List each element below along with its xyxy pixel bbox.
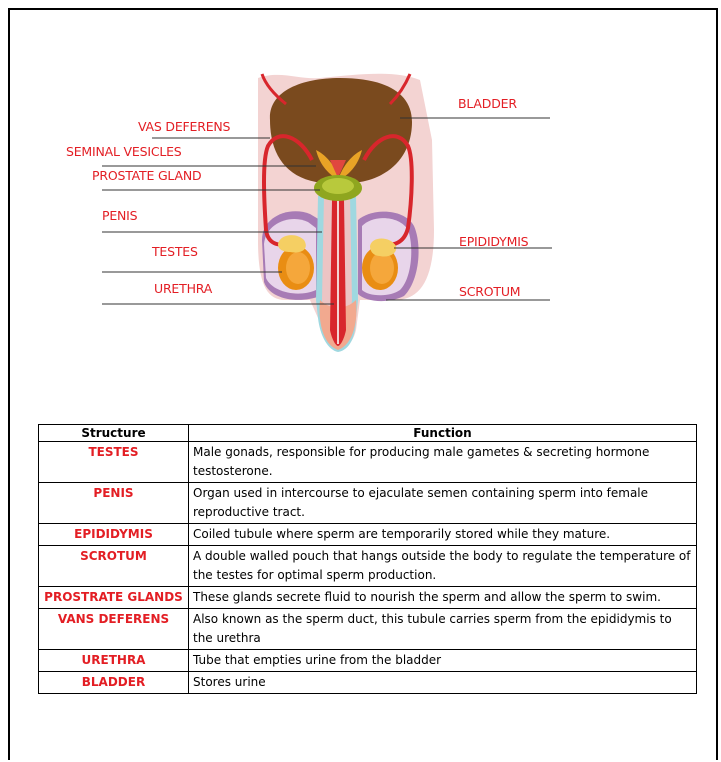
- label-seminal-vesicles: SEMINAL VESICLES: [66, 144, 182, 159]
- label-epididymis: EPIDIDYMIS: [459, 234, 528, 249]
- function-cell: Tube that empties urine from the bladder: [189, 650, 697, 672]
- label-bladder: BLADDER: [458, 96, 517, 111]
- table-row: TESTES Male gonads, responsible for prod…: [39, 442, 697, 483]
- function-cell: These glands secrete fluid to nourish th…: [189, 587, 697, 609]
- structure-cell: PENIS: [39, 483, 189, 524]
- table-row: VANS DEFERENS Also known as the sperm du…: [39, 609, 697, 650]
- structure-cell: PROSTRATE GLANDS: [39, 587, 189, 609]
- function-cell: Male gonads, responsible for producing m…: [189, 442, 697, 483]
- label-scrotum: SCROTUM: [459, 284, 520, 299]
- function-cell: Stores urine: [189, 672, 697, 694]
- label-testes: TESTES: [152, 244, 198, 259]
- label-urethra: URETHRA: [154, 281, 212, 296]
- label-prostate-gland: PROSTATE GLAND: [92, 168, 201, 183]
- structure-cell: BLADDER: [39, 672, 189, 694]
- table-row: PROSTRATE GLANDS These glands secrete fl…: [39, 587, 697, 609]
- structure-cell: URETHRA: [39, 650, 189, 672]
- header-structure: Structure: [39, 425, 189, 442]
- structure-cell: TESTES: [39, 442, 189, 483]
- table-row: PENIS Organ used in intercourse to ejacu…: [39, 483, 697, 524]
- label-penis: PENIS: [102, 208, 137, 223]
- function-cell: Also known as the sperm duct, this tubul…: [189, 609, 697, 650]
- structure-cell: VANS DEFERENS: [39, 609, 189, 650]
- header-function: Function: [189, 425, 697, 442]
- structure-cell: SCROTUM: [39, 546, 189, 587]
- table-header-row: Structure Function: [39, 425, 697, 442]
- structure-cell: EPIDIDYMIS: [39, 524, 189, 546]
- label-vas-deferens: VAS DEFERENS: [138, 119, 230, 134]
- table-row: EPIDIDYMIS Coiled tubule where sperm are…: [39, 524, 697, 546]
- function-cell: A double walled pouch that hangs outside…: [189, 546, 697, 587]
- table-row: SCROTUM A double walled pouch that hangs…: [39, 546, 697, 587]
- function-cell: Coiled tubule where sperm are temporaril…: [189, 524, 697, 546]
- table-row: BLADDER Stores urine: [39, 672, 697, 694]
- function-cell: Organ used in intercourse to ejaculate s…: [189, 483, 697, 524]
- table-row: URETHRA Tube that empties urine from the…: [39, 650, 697, 672]
- structure-function-table: Structure Function TESTES Male gonads, r…: [38, 424, 697, 694]
